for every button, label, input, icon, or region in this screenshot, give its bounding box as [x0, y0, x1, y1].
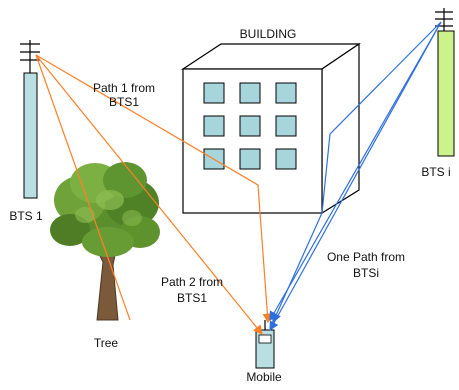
path1-label-line2: BTS1 [109, 95, 139, 109]
bts1-mast [23, 72, 38, 199]
path3-from-bts1 [35, 54, 131, 321]
path1-label-line1: Path 1 from [93, 81, 155, 95]
bts1-tower [20, 40, 40, 199]
btsi-mast [437, 30, 455, 157]
btsi-label: BTS i [421, 165, 450, 179]
path2-label-line1: Path 2 from [161, 275, 223, 289]
tree-icon [50, 162, 160, 321]
mobile-label: Mobile [246, 370, 282, 384]
blue-paths-from-btsi [269, 21, 442, 332]
tree-label: Tree [94, 336, 119, 350]
onepath-label-line2: BTSi [353, 266, 379, 280]
path2-from-bts1 [35, 54, 263, 335]
path1-from-bts1 [35, 54, 273, 324]
mobile-phone-icon [255, 320, 275, 369]
building [180, 42, 361, 215]
onepath-label-line1: One Path from [327, 250, 405, 264]
bts1-label: BTS 1 [9, 209, 43, 223]
btsi-tower [435, 8, 455, 157]
building-windows [203, 82, 297, 170]
path2-label-line2: BTS1 [177, 291, 207, 305]
building-label: BUILDING [240, 27, 297, 41]
